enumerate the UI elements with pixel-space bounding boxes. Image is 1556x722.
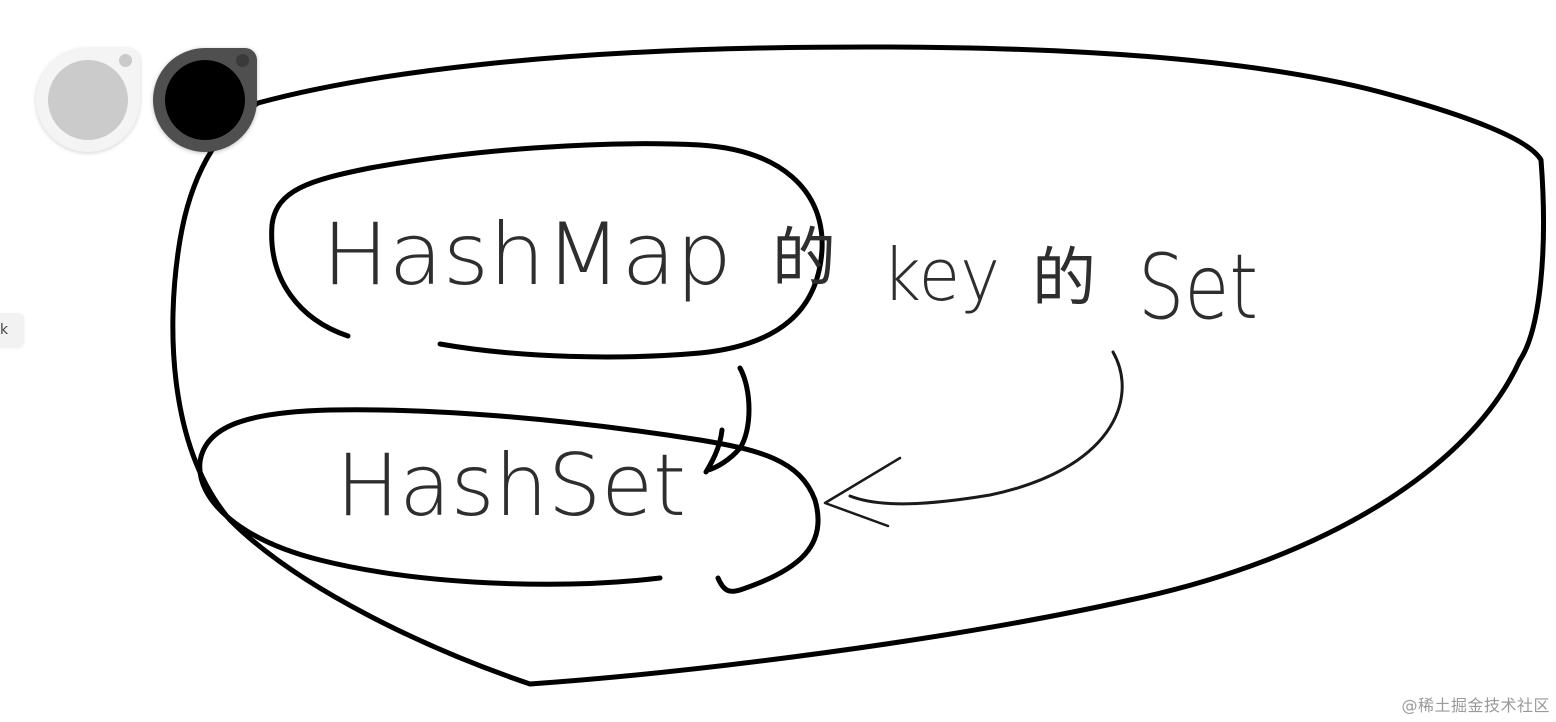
pointer-arrowhead-stroke bbox=[823, 456, 902, 528]
side-panel-tab[interactable]: k bbox=[0, 313, 24, 347]
label-hashmap: HashMap bbox=[322, 205, 732, 305]
color-fill-light-gray bbox=[48, 60, 128, 140]
color-swatch-black[interactable] bbox=[153, 48, 257, 152]
label-hashset: HashSet bbox=[336, 436, 686, 536]
hashset-loop-stroke bbox=[197, 407, 821, 594]
down-arrow-stroke bbox=[703, 365, 752, 475]
label-de-1: 的 bbox=[772, 222, 836, 296]
color-fill-black bbox=[165, 60, 245, 140]
label-key: key bbox=[882, 233, 1000, 317]
hashmap-loop-stroke bbox=[269, 141, 825, 360]
watermark: @稀土掘金技术社区 bbox=[1401, 696, 1550, 715]
label-set: Set bbox=[1138, 235, 1258, 340]
outer-loop-stroke bbox=[170, 44, 1546, 687]
swatch-indicator-dot bbox=[119, 54, 132, 67]
pointer-arrow-stroke bbox=[848, 350, 1124, 506]
label-de-2: 的 bbox=[1032, 242, 1096, 316]
color-swatch-light-gray[interactable] bbox=[36, 48, 140, 152]
side-tab-label: k bbox=[0, 322, 9, 338]
swatch-indicator-dot bbox=[236, 54, 249, 67]
